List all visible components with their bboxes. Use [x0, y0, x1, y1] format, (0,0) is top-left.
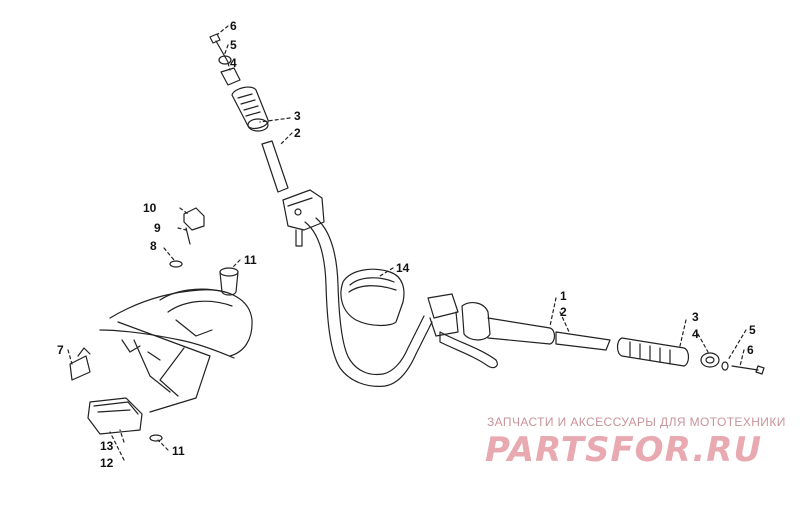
callout-6-right: 6 — [747, 343, 754, 357]
callout-11-upper: 11 — [244, 253, 257, 267]
leader-lines — [67, 25, 747, 461]
dash-console — [99, 288, 253, 413]
callout-4-right: 4 — [692, 327, 699, 341]
callout-2-top: 2 — [294, 126, 301, 140]
gauge-housing — [87, 397, 143, 435]
socket-upper — [219, 267, 239, 296]
callout-11-lower: 11 — [172, 444, 185, 458]
callout-3-right: 3 — [692, 310, 699, 324]
callout-8: 8 — [150, 239, 157, 253]
callout-9: 9 — [154, 221, 161, 235]
right-grip-stack — [555, 331, 765, 375]
top-grip-stack — [209, 33, 289, 193]
watermark-tagline: ЗАПЧАСТИ И АКСЕССУАРЫ ДЛЯ МОТОТЕХНИКИ — [487, 415, 786, 429]
callout-4-top: 4 — [230, 56, 237, 70]
callout-14: 14 — [396, 261, 410, 275]
callout-3-top: 3 — [294, 109, 301, 123]
watermark-logo: PARTSFOR.RU — [485, 430, 763, 470]
handlebar — [304, 217, 433, 387]
brake-lever-assembly — [427, 293, 556, 369]
callout-1: 1 — [560, 289, 567, 303]
callout-12: 12 — [100, 456, 114, 470]
callout-6-top: 6 — [230, 19, 237, 33]
washer-lower — [149, 434, 163, 442]
handlebar-pad — [340, 268, 405, 327]
callout-13: 13 — [100, 439, 114, 453]
callout-7: 7 — [57, 343, 64, 357]
switch-seven — [69, 347, 91, 381]
callout-labels: 6 5 4 3 2 10 9 8 11 14 1 2 3 4 5 6 7 13 … — [57, 19, 756, 470]
callout-2-right: 2 — [560, 305, 567, 319]
callout-5-top: 5 — [230, 38, 237, 52]
left-control-housing — [282, 189, 325, 247]
ignition-key — [169, 207, 205, 268]
callout-10: 10 — [143, 201, 157, 215]
callout-5-right: 5 — [749, 323, 756, 337]
